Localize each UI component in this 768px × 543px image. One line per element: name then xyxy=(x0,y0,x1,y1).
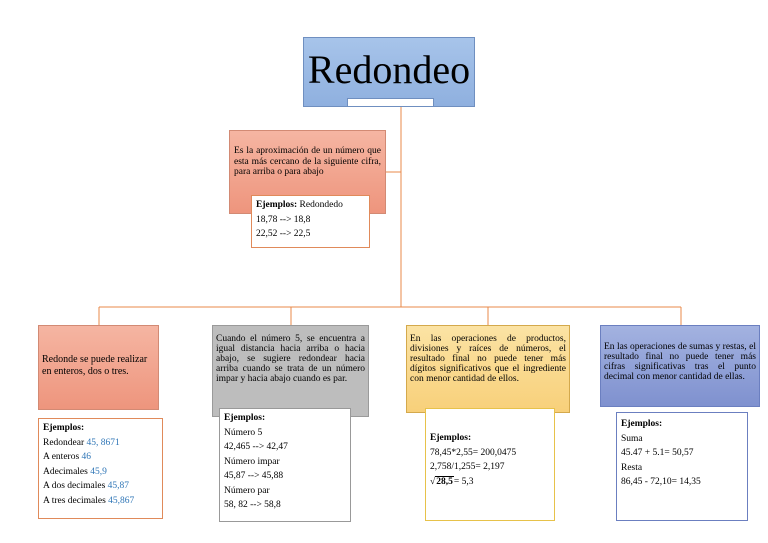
branch-1-examples-header: Ejemplos: xyxy=(43,423,85,433)
list-item: 22,52 --> 22,5 xyxy=(256,229,311,239)
branch-3-text: En las operaciones de productos, divisio… xyxy=(410,334,566,384)
list-item: A tres decimales 45,867 xyxy=(43,495,135,506)
list-item: Adecimales 45,9 xyxy=(43,466,107,477)
branch-4-text: En las operaciones de sumas y restas, el… xyxy=(604,342,756,382)
list-item: 58, 82 --> 58,8 xyxy=(224,500,281,510)
branch-4-examples-header: Ejemplos: xyxy=(621,419,663,429)
page-title: Redondeo xyxy=(307,46,471,92)
list-item: Número 5 xyxy=(224,427,263,438)
definition-examples-box: Ejemplos: Redondedo 18,78 --> 18,8 22,52… xyxy=(251,195,370,248)
title-box: Redondeo xyxy=(303,37,475,107)
branch-2-text: Cuando el número 5, se encuentra a igual… xyxy=(216,334,365,384)
list-item: √28,5= 5,3 xyxy=(430,475,550,490)
branch-3-examples-header: Ejemplos: xyxy=(430,433,472,443)
branch-3-examples-box: Ejemplos: 78,45*2,55= 200,0475 2,758/1,2… xyxy=(425,408,555,521)
branch-1-text: Redonde se puede realizar en enteros, do… xyxy=(42,354,148,377)
title-underline-bar xyxy=(347,98,434,107)
list-item: 18,78 --> 18,8 xyxy=(256,214,311,225)
list-item: Número impar xyxy=(224,456,280,467)
list-item: Suma xyxy=(621,433,643,444)
branch-2-box: Cuando el número 5, se encuentra a igual… xyxy=(212,325,369,417)
list-item: 45,87 --> 45,88 xyxy=(224,471,284,481)
list-item: 45.47 + 5.1= 50,57 xyxy=(621,448,694,458)
branch-4-box: En las operaciones de sumas y restas, el… xyxy=(600,325,760,407)
list-item: Resta xyxy=(621,462,643,473)
list-item: Número par xyxy=(224,485,270,496)
list-item: 2,758/1,255= 2,197 xyxy=(430,462,505,472)
square-root-symbol: √28,5 xyxy=(430,475,454,487)
list-item: 86,45 - 72,10= 14,35 xyxy=(621,477,701,487)
definition-text: Es la aproximación de un número que esta… xyxy=(234,146,381,177)
list-item: A enteros 46 xyxy=(43,452,92,462)
list-item: 78,45*2,55= 200,0475 xyxy=(430,447,517,458)
definition-examples-header: Ejemplos: Redondedo xyxy=(256,200,343,210)
branch-4-examples-box: Ejemplos: Suma 45.47 + 5.1= 50,57 Resta … xyxy=(616,412,748,521)
branch-1-box: Redonde se puede realizar en enteros, do… xyxy=(38,325,159,410)
list-item: Redondear 45, 8671 xyxy=(43,437,120,448)
branch-1-examples-box: Ejemplos: Redondear 45, 8671 A enteros 4… xyxy=(38,418,163,519)
branch-2-examples-box: Ejemplos: Número 5 42,465 --> 42,47 Núme… xyxy=(219,408,351,522)
list-item: A dos decimales 45,87 xyxy=(43,481,130,491)
list-item: 42,465 --> 42,47 xyxy=(224,442,288,452)
branch-3-box: En las operaciones de productos, divisio… xyxy=(406,325,570,413)
branch-2-examples-header: Ejemplos: xyxy=(224,413,266,423)
